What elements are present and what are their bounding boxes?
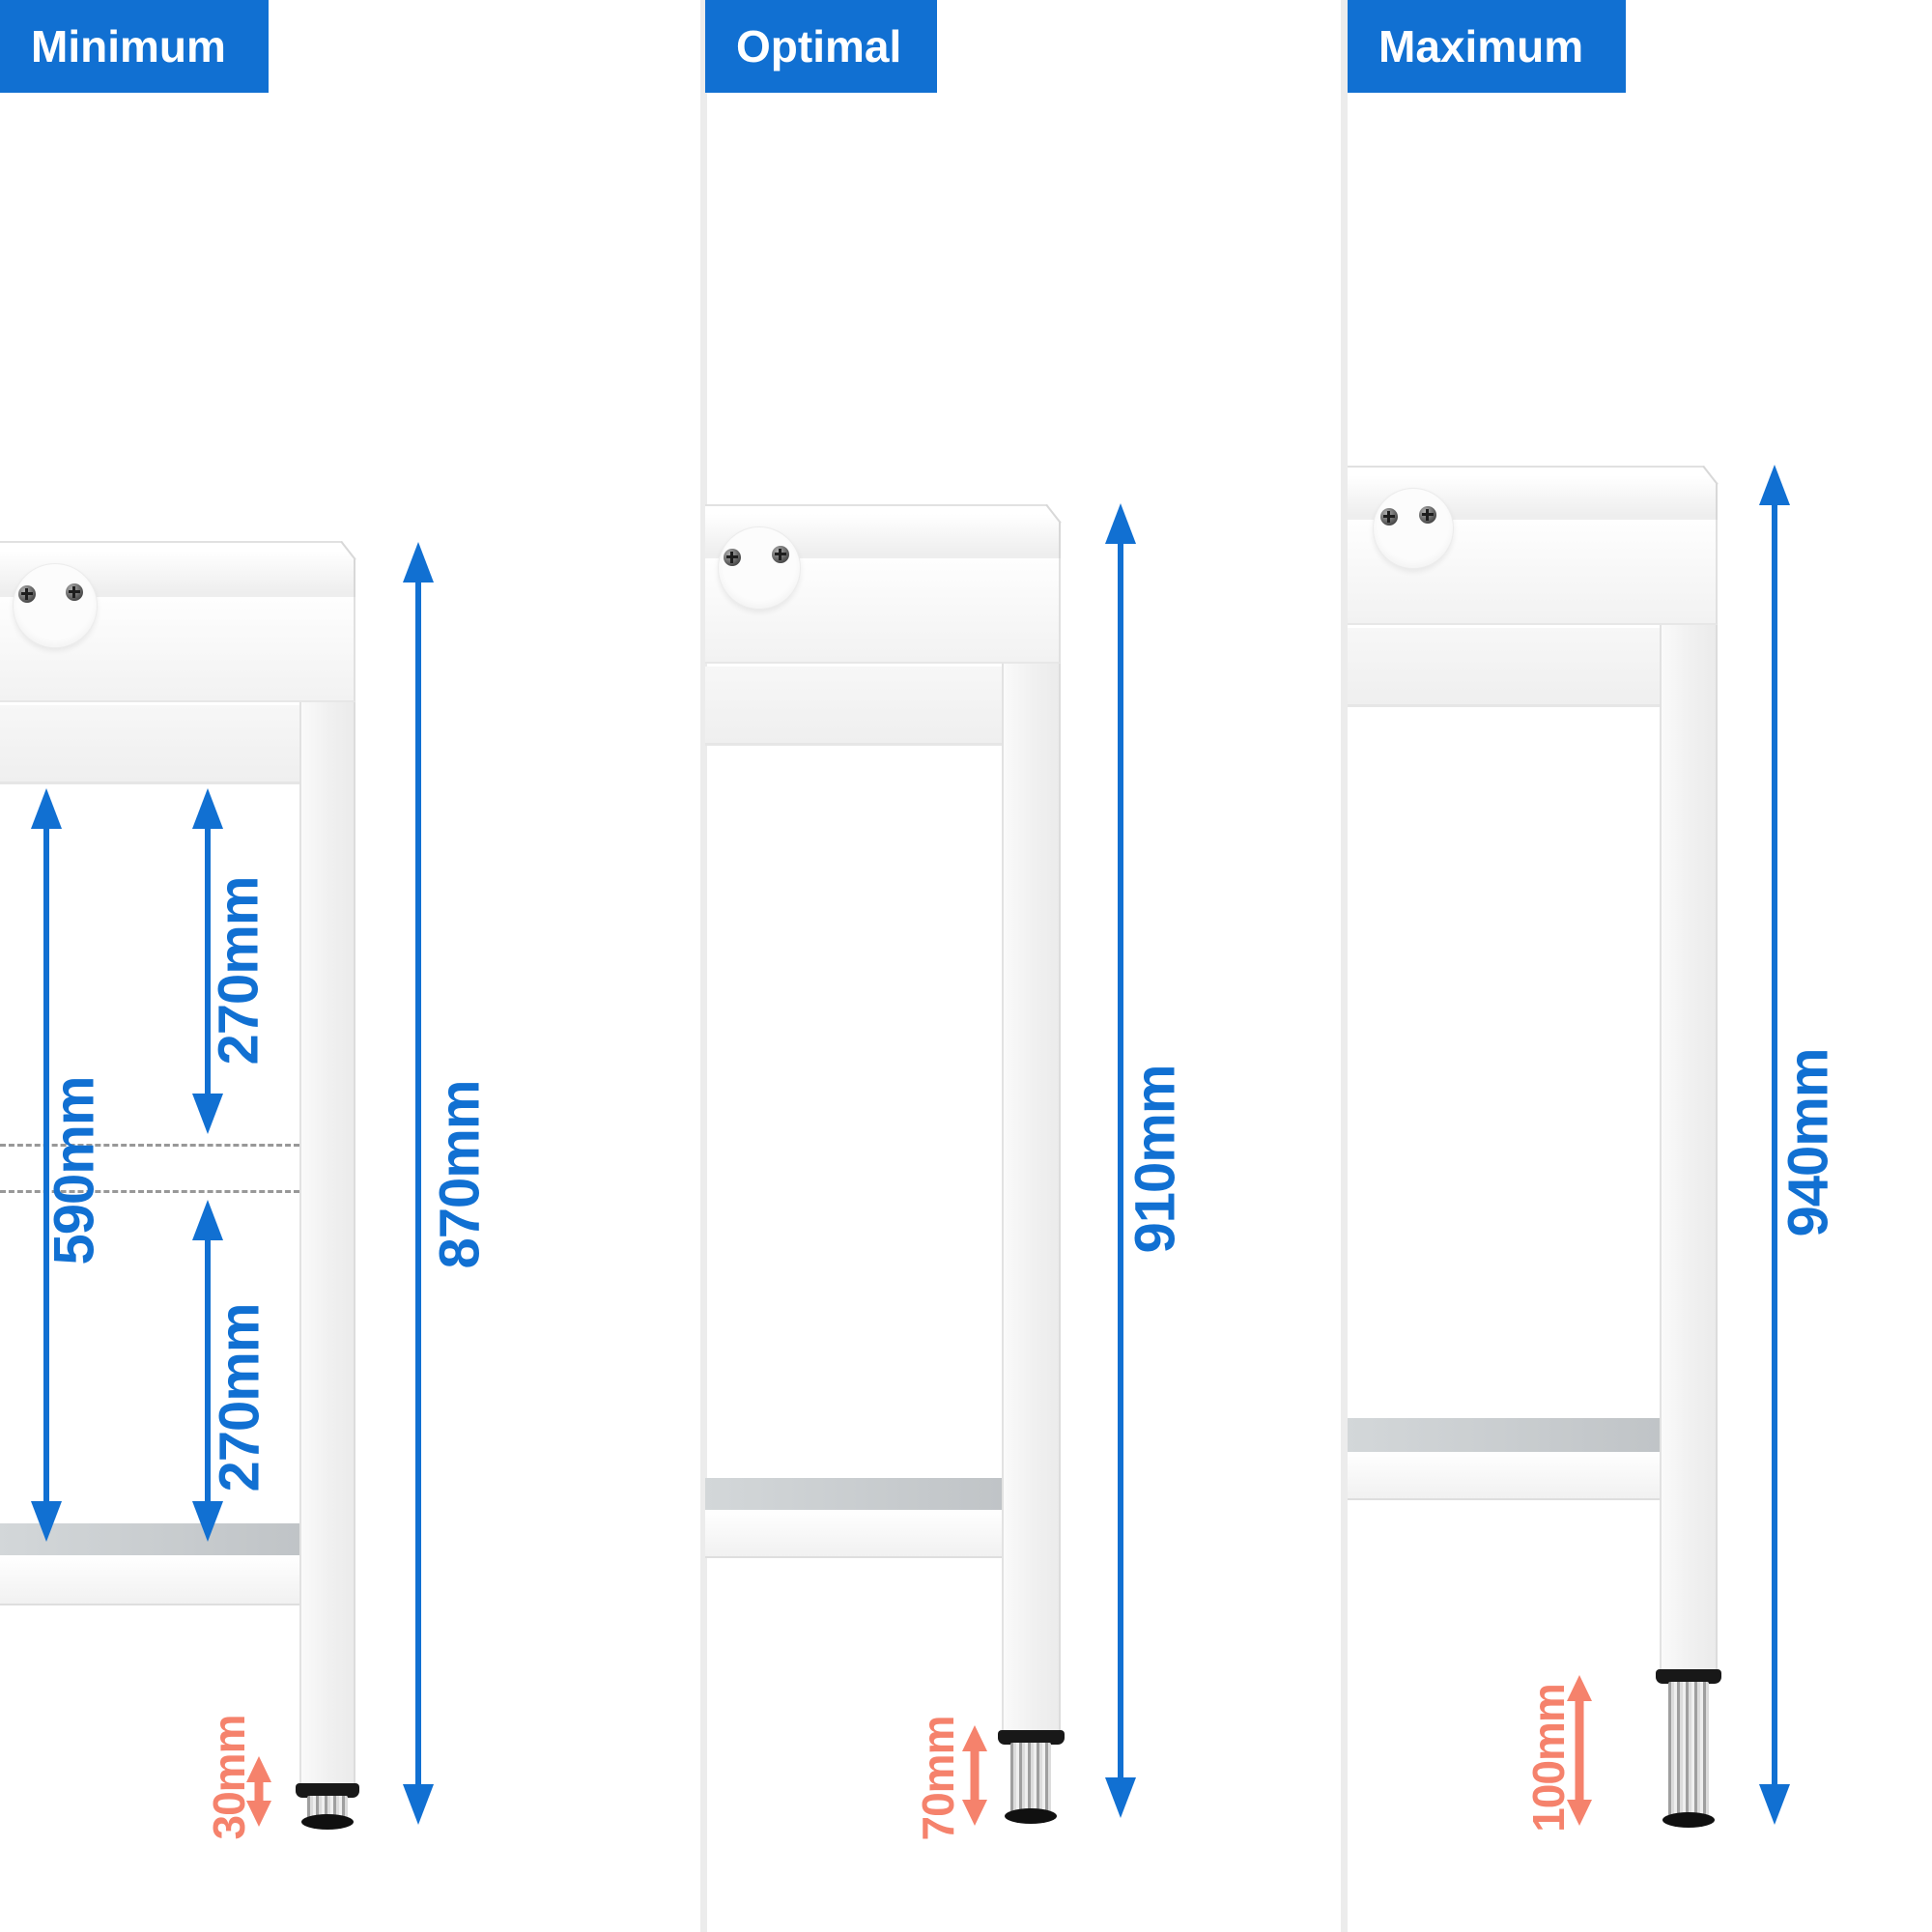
foot-adjustment-label: 100mm (1523, 1684, 1574, 1833)
screw-icon (724, 549, 741, 566)
total-height-arrow (399, 542, 438, 1825)
table-leg (299, 702, 355, 1785)
upper-clearance-label: 270mm (207, 876, 270, 1065)
screw-icon (772, 546, 789, 563)
undershelf-front-face (1348, 1452, 1660, 1500)
table-leg (1660, 625, 1718, 1671)
undershelf-top-face (705, 1478, 1002, 1510)
total-height-label: 870mm (428, 1080, 492, 1269)
upper-clearance-arrow (188, 788, 227, 1134)
adjustable-foot-cylinder (1010, 1743, 1051, 1813)
undershelf-top-face (1348, 1418, 1660, 1452)
apron-rail (1348, 628, 1660, 707)
panel-title-badge: Maximum (1348, 0, 1626, 93)
total-height-label: 940mm (1776, 1048, 1840, 1237)
foot-collar (1656, 1669, 1721, 1684)
table-leg (1002, 664, 1061, 1732)
foot-adjustment-arrow (955, 1725, 994, 1826)
mounting-disc (13, 563, 98, 648)
panel-title-badge: Minimum (0, 0, 269, 93)
foot-adjustment-label: 30mm (204, 1715, 254, 1840)
total-height-arrow (1755, 465, 1794, 1825)
foot-adjustment-label: 70mm (913, 1716, 963, 1841)
foot-base (1005, 1808, 1057, 1824)
total-height-arrow (1101, 503, 1140, 1818)
lower-clearance-arrow (188, 1200, 227, 1542)
foot-collar (296, 1783, 359, 1798)
screw-icon (1419, 506, 1436, 524)
undershelf-front-face (705, 1510, 1002, 1558)
panel-title: Maximum (1378, 21, 1584, 71)
foot-collar (998, 1730, 1065, 1745)
adjustable-foot-cylinder (1668, 1682, 1709, 1816)
undershelf-front-face (0, 1555, 299, 1605)
middle-clearance-arrow (27, 788, 66, 1542)
mounting-disc (718, 526, 801, 610)
panel-title: Minimum (31, 21, 226, 71)
mounting-disc (1373, 488, 1454, 569)
dashed-guide-line (0, 1144, 299, 1147)
middle-clearance-label: 590mm (43, 1076, 106, 1265)
lower-clearance-label: 270mm (208, 1303, 271, 1492)
screw-icon (66, 583, 83, 601)
screw-icon (1380, 508, 1398, 526)
foot-base (301, 1814, 354, 1830)
screw-icon (18, 585, 36, 603)
foot-base (1662, 1812, 1715, 1828)
panel-divider (700, 0, 707, 1932)
apron-rail (0, 705, 299, 784)
total-height-label: 910mm (1123, 1065, 1187, 1254)
foot-adjustment-arrow (1560, 1675, 1599, 1826)
panel-divider (1341, 0, 1348, 1932)
apron-rail (705, 667, 1002, 746)
panel-title: Optimal (736, 21, 902, 71)
dashed-guide-line (0, 1190, 299, 1193)
foot-adjustment-arrow (240, 1756, 278, 1827)
panel-title-badge: Optimal (705, 0, 937, 93)
